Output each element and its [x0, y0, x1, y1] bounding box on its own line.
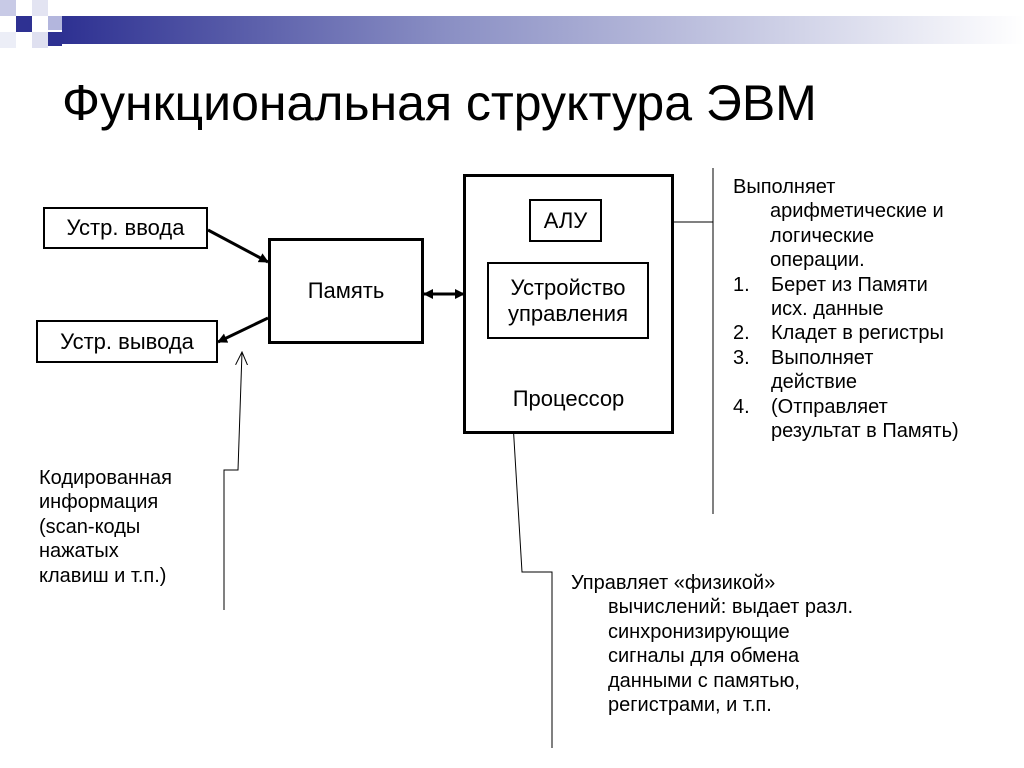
- encoded-info-pointer: [223, 352, 242, 610]
- item-line: Выполняет: [771, 346, 874, 369]
- encoded-info-line: Кодированная: [39, 467, 172, 489]
- item-line: Кладет в регистры: [771, 322, 944, 345]
- alu-box: АЛУ: [529, 199, 602, 242]
- encoded-info-line: нажатых: [39, 540, 119, 563]
- control-note-line: Управляет «физикой»: [571, 572, 776, 594]
- header-square-7: [0, 32, 16, 48]
- output-device-box: Устр. вывода: [36, 320, 218, 363]
- alu-note-item: 4. (Отправляет результат в Память): [733, 395, 959, 444]
- input-device-label: Устр. ввода: [66, 215, 185, 241]
- header-square-2: [16, 16, 32, 32]
- header-square-3: [32, 0, 48, 16]
- encoded-info-line: (scan-коды: [39, 515, 141, 538]
- alu-note-intro: логические: [770, 224, 875, 247]
- header-square-4: [48, 16, 62, 30]
- alu-note-intro: операции.: [770, 249, 865, 272]
- alu-note-item: 3. Выполняет действие: [733, 346, 959, 395]
- alu-label: АЛУ: [543, 207, 588, 233]
- encoded-info-note: Кодированная информация (scan-коды нажат…: [39, 466, 172, 588]
- control-note-line: данными с памятью,: [608, 669, 800, 692]
- alu-note-item: 2. Кладет в регистры: [733, 321, 959, 345]
- arrow-memory-to-output: [217, 316, 269, 344]
- header-gradient-bar: [62, 16, 1024, 44]
- memory-label: Память: [307, 278, 385, 304]
- control-note-line: вычислений: выдает разл.: [608, 596, 854, 619]
- control-note: Управляет «физикой» вычислений: выдает р…: [571, 571, 853, 717]
- control-note-line: сигналы для обмена: [608, 645, 800, 668]
- control-note-line: регистрами, и т.п.: [608, 693, 772, 716]
- alu-note: Выполняет арифметические и логические оп…: [733, 175, 959, 443]
- control-unit-label-line1: Устройство: [510, 275, 626, 301]
- alu-note-intro: Выполняет: [733, 176, 836, 198]
- item-number: 4.: [733, 395, 750, 418]
- memory-box: Память: [268, 238, 424, 344]
- alu-note-intro: арифметические и: [770, 200, 944, 223]
- output-device-label: Устр. вывода: [60, 328, 194, 354]
- header-square-6: [48, 32, 62, 46]
- encoded-info-line: информация: [39, 491, 159, 514]
- processor-label: Процессор: [512, 385, 625, 411]
- encoded-info-line: клавиш и т.п.): [39, 564, 167, 587]
- item-number: 1.: [733, 273, 750, 296]
- item-number: 2.: [733, 322, 750, 345]
- item-line: Берет из Памяти: [771, 273, 928, 296]
- header-square-5: [32, 32, 48, 48]
- alu-note-item: 1. Берет из Памяти исх. данные: [733, 273, 959, 322]
- input-device-box: Устр. ввода: [43, 207, 208, 249]
- item-line: действие: [771, 371, 858, 394]
- header-square-1: [0, 0, 16, 16]
- item-number: 3.: [733, 346, 750, 369]
- control-note-line: синхронизирующие: [608, 620, 790, 643]
- control-unit-box: Устройство управления: [487, 262, 649, 339]
- control-note-pointer: [508, 340, 553, 748]
- control-unit-label-line2: управления: [508, 300, 628, 326]
- item-line: исх. данные: [771, 297, 884, 320]
- slide-title: Функциональная структура ЭВМ: [62, 75, 817, 131]
- item-line: результат в Память): [771, 419, 959, 442]
- item-line: (Отправляет: [771, 395, 888, 418]
- arrow-input-to-memory: [207, 228, 269, 264]
